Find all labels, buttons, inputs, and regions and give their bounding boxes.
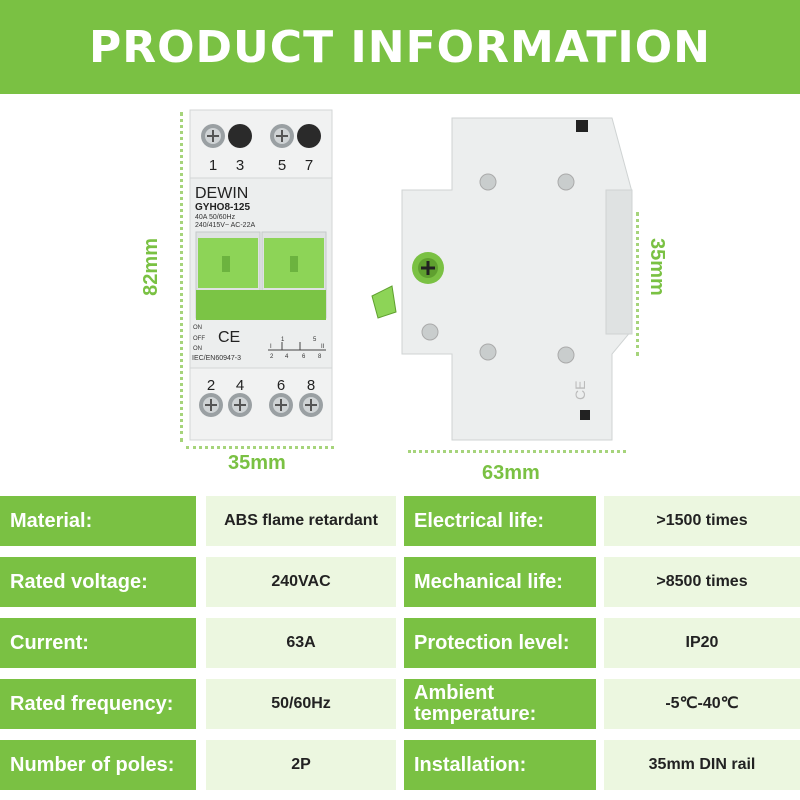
side-ce-mark: CE [572, 381, 588, 400]
front-width-label: 35mm [228, 452, 286, 474]
top-terminal-number: 1 [209, 157, 217, 174]
spec-label: Number of poles: [0, 740, 196, 790]
spec-row: Number of poles: 2P Installation: 35mm D… [0, 740, 800, 790]
screw-icon [269, 393, 293, 417]
spec-label: Ambient temperature: [404, 679, 596, 729]
side-height-label: 35mm [646, 238, 668, 296]
green-handle-right [264, 238, 324, 288]
side-body [401, 117, 633, 441]
spec-label: Mechanical life: [404, 557, 596, 607]
diagram-top-number: 1 [281, 337, 285, 343]
spec-label: Electrical life: [404, 496, 596, 546]
spec-label: Material: [0, 496, 196, 546]
spec-row: Rated frequency: 50/60Hz Ambient tempera… [0, 679, 800, 729]
handle-housing-left [195, 231, 261, 319]
bottom-terminal-block [189, 367, 333, 441]
rating-label: 240/415V~ AC-22A [195, 222, 255, 229]
bottom-terminal-number: 6 [277, 377, 285, 394]
spec-row: Material: ABS flame retardant Electrical… [0, 496, 800, 546]
rivet-icon [557, 173, 575, 191]
top-terminal-number: 3 [236, 157, 244, 174]
wiring-diagram-icon [268, 342, 326, 351]
front-height-label: 82mm [140, 238, 162, 296]
diagram-roman: I [270, 344, 272, 350]
screw-icon [299, 393, 323, 417]
screw-icon [270, 124, 294, 148]
rivet-icon [421, 323, 439, 341]
din-clip-bottom [580, 410, 590, 420]
handle-housing-right [261, 231, 327, 319]
screw-icon [199, 393, 223, 417]
diagram-bottom-number: 6 [302, 354, 306, 360]
spec-label: Installation: [404, 740, 596, 790]
spec-value: 35mm DIN rail [604, 740, 800, 790]
bottom-terminal-number: 8 [307, 377, 315, 394]
spec-value: -5℃-40℃ [604, 679, 800, 729]
depth-guide-line [408, 450, 626, 453]
hole-icon [228, 124, 252, 148]
spec-label: Current: [0, 618, 196, 668]
top-terminal-number: 7 [305, 157, 313, 174]
width-guide-line [186, 446, 334, 449]
page-title: PRODUCT INFORMATION [89, 21, 711, 73]
spec-row: Rated voltage: 240VAC Mechanical life: >… [0, 557, 800, 607]
bottom-terminal-number: 4 [236, 377, 244, 394]
screw-icon [201, 124, 225, 148]
side-ridge [605, 189, 633, 335]
top-terminal-number: 5 [278, 157, 286, 174]
diagram-bottom-number: 4 [285, 354, 289, 360]
spec-value: >8500 times [604, 557, 800, 607]
position-off-label: OFF [193, 336, 205, 342]
ce-mark: CE [218, 329, 240, 346]
rivet-icon [479, 343, 497, 361]
diagram-top-number: 5 [313, 337, 317, 343]
position-on-label: ON [193, 346, 202, 352]
handle-bar [196, 290, 326, 320]
rating-label: 40A 50/60Hz [195, 214, 236, 221]
spec-value: >1500 times [604, 496, 800, 546]
spec-value: 240VAC [206, 557, 396, 607]
position-on-label: ON [193, 325, 202, 331]
hole-icon [297, 124, 321, 148]
spec-value: IP20 [604, 618, 800, 668]
spec-row: Current: 63A Protection level: IP20 [0, 618, 800, 668]
side-height-guide-line [636, 212, 639, 356]
spec-label: Protection level: [404, 618, 596, 668]
top-screw-icons [201, 124, 321, 148]
diagram-bottom-number: 2 [270, 354, 274, 360]
brand-label: DEWIN [195, 185, 248, 202]
spec-value: ABS flame retardant [206, 496, 396, 546]
diagram-roman: II [321, 344, 325, 350]
side-width-label: 63mm [482, 462, 540, 484]
bottom-terminal-number: 2 [207, 377, 215, 394]
height-guide-line [180, 112, 183, 442]
diagram-bottom-number: 8 [318, 354, 322, 360]
screw-icon [228, 393, 252, 417]
spec-label: Rated frequency: [0, 679, 196, 729]
model-label: GYHO8-125 [195, 202, 250, 213]
bottom-screw-icons [199, 393, 323, 417]
switch-body [189, 109, 333, 441]
spec-value: 50/60Hz [206, 679, 396, 729]
din-clip-top [576, 120, 588, 132]
side-lever-icon [371, 285, 397, 319]
top-terminal-block [189, 109, 333, 179]
spec-value: 63A [206, 618, 396, 668]
standard-label: IEC/EN60947-3 [192, 355, 241, 362]
rivet-icon [479, 173, 497, 191]
rivet-icon [557, 346, 575, 364]
green-handle-left [198, 238, 258, 288]
green-knob-icon [412, 252, 444, 284]
title-banner: PRODUCT INFORMATION [0, 0, 800, 94]
spec-label: Rated voltage: [0, 557, 196, 607]
spec-value: 2P [206, 740, 396, 790]
